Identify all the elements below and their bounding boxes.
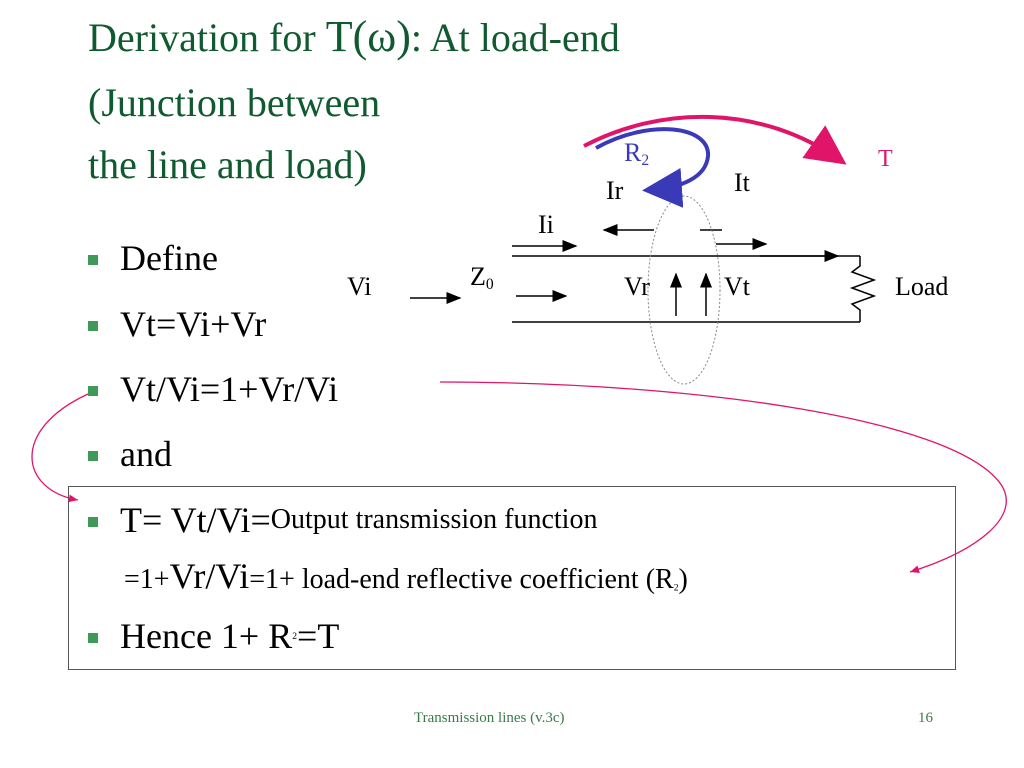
bullet-square-icon — [88, 517, 98, 527]
label-ir: Ir — [606, 176, 624, 205]
bullet-define: Define — [88, 234, 218, 282]
label-it: It — [734, 168, 750, 197]
r2-text: R — [624, 138, 642, 167]
label-vi: Vi — [347, 272, 372, 301]
label-ii: Ii — [538, 210, 554, 239]
cont-text-b: Vr/Vi — [169, 556, 250, 596]
bullet-text-a: Hence 1+ R — [120, 616, 293, 656]
bullet-text-b: =T — [297, 616, 340, 656]
bullet-t-continuation: =1+Vr/Vi=1+ load-end reflective coeffici… — [124, 552, 688, 600]
bullet-and: and — [88, 430, 172, 478]
label-load: Load — [895, 272, 949, 301]
z0-text: Z — [470, 262, 486, 291]
cont-text-d: ) — [678, 564, 688, 595]
connector-curve-left — [31, 393, 89, 503]
bullet-square-icon — [88, 255, 98, 265]
bullet-text: and — [120, 434, 172, 474]
cont-text-c: =1+ load-end reflective coefficient (R — [249, 564, 674, 595]
bullet-text: Vt=Vi+Vr — [120, 304, 267, 344]
bullet-square-icon — [88, 386, 98, 396]
z0-subscript: 0 — [485, 275, 494, 293]
footer-title: Transmission lines (v.3c) — [414, 710, 565, 726]
slide-title-line1: Derivation for T(ω): At load-end — [88, 8, 620, 67]
reflection-arc-arrow — [595, 127, 711, 208]
label-r2: R2 — [624, 138, 649, 170]
junction-ellipse — [647, 195, 721, 385]
bullet-text: Vt/Vi=1+Vr/Vi — [120, 369, 339, 409]
transmission-arc-arrow — [583, 114, 847, 165]
load-resistor — [849, 256, 877, 322]
label-vt: Vt — [724, 272, 750, 301]
page-number: 16 — [918, 710, 933, 726]
title-text-a: Derivation for — [88, 15, 326, 60]
bullet-text-a: T= Vt/Vi= — [120, 500, 271, 540]
label-vr: Vr — [624, 272, 650, 301]
bullet-text: Define — [120, 238, 218, 278]
title-text-c: : At load-end — [410, 15, 620, 60]
bullet-t-definition: T= Vt/Vi=Output transmission function — [88, 496, 597, 544]
bullet-text-b: Output transmission function — [270, 504, 598, 535]
highlight-box — [68, 486, 956, 670]
connector-curve-right — [439, 381, 1007, 573]
r2-subscript: 2 — [641, 151, 650, 169]
bullet-square-icon — [88, 633, 98, 643]
slide-title-line2: (Junction between — [88, 80, 381, 125]
bullet-subscript: 2 — [292, 630, 298, 642]
label-t: T — [878, 146, 893, 172]
bullet-square-icon — [88, 321, 98, 331]
cont-text-a: =1+ — [124, 564, 170, 595]
bullet-vt-ratio: Vt/Vi=1+Vr/Vi — [88, 365, 338, 413]
cont-subscript: 2 — [673, 582, 679, 594]
title-text-b: T(ω) — [325, 12, 411, 61]
bullet-vt-sum: Vt=Vi+Vr — [88, 300, 266, 348]
bullet-square-icon — [88, 451, 98, 461]
label-z0: Z0 — [470, 262, 494, 294]
slide-title-line3: the line and load) — [88, 142, 367, 187]
